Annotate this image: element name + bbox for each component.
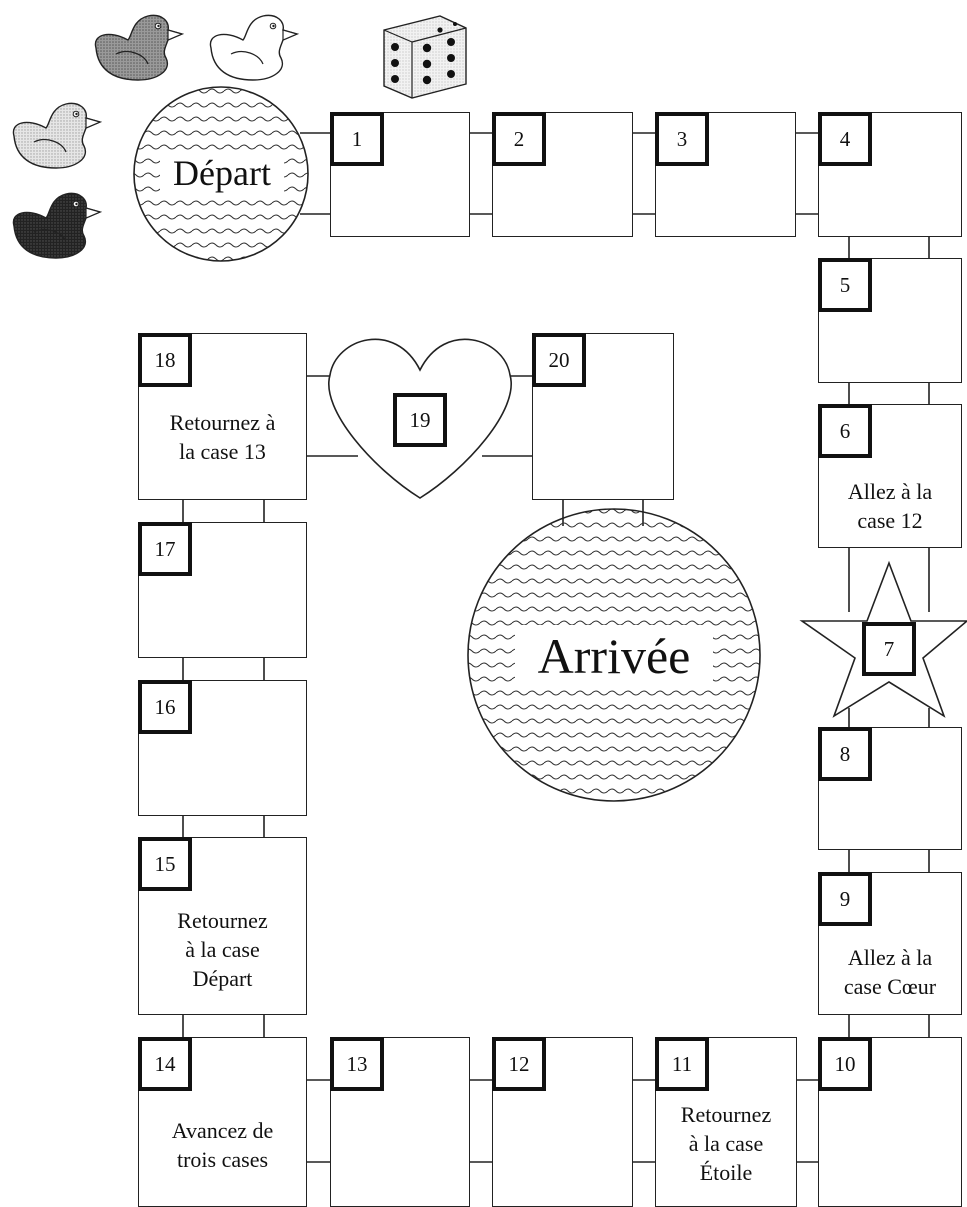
- square-instruction: Retournez à la case Étoile: [680, 1102, 772, 1185]
- square-13[interactable]: 13: [330, 1037, 470, 1207]
- square-11[interactable]: 11 Retournez à la case Étoile: [655, 1037, 797, 1207]
- square-14[interactable]: 14 Avancez de trois cases: [138, 1037, 307, 1207]
- square-9[interactable]: 9 Allez à la case Cœur: [818, 872, 962, 1015]
- square-number: 17: [138, 522, 192, 576]
- square-15[interactable]: 15 Retournez à la case Départ: [138, 837, 307, 1015]
- square-18[interactable]: 18 Retournez à la case 13: [138, 333, 307, 500]
- square-number: 13: [330, 1037, 384, 1091]
- square-12[interactable]: 12: [492, 1037, 633, 1207]
- square-number: 8: [818, 727, 872, 781]
- square-number: 6: [818, 404, 872, 458]
- square-instruction: Avancez de trois cases: [171, 1118, 274, 1172]
- square-10[interactable]: 10: [818, 1037, 962, 1207]
- square-number: 12: [492, 1037, 546, 1091]
- square-number: 5: [818, 258, 872, 312]
- square-number: 10: [818, 1037, 872, 1091]
- square-16[interactable]: 16: [138, 680, 307, 816]
- square-17[interactable]: 17: [138, 522, 307, 658]
- square-number: 20: [532, 333, 586, 387]
- square-5[interactable]: 5: [818, 258, 962, 383]
- square-instruction: Allez à la case 12: [847, 479, 933, 533]
- square-number: 16: [138, 680, 192, 734]
- square-number: 14: [138, 1037, 192, 1091]
- square-3[interactable]: 3: [655, 112, 796, 237]
- square-instruction: Retournez à la case Départ: [177, 908, 268, 991]
- square-number: 18: [138, 333, 192, 387]
- square-instruction: Retournez à la case 13: [169, 410, 276, 464]
- square-1[interactable]: 1: [330, 112, 470, 237]
- square-number: 3: [655, 112, 709, 166]
- square-number: 2: [492, 112, 546, 166]
- square-2[interactable]: 2: [492, 112, 633, 237]
- square-19-number[interactable]: 19: [393, 393, 447, 447]
- finish-label: Arrivée: [515, 625, 713, 687]
- square-number: 9: [818, 872, 872, 926]
- start-label: Départ: [160, 150, 284, 196]
- square-4[interactable]: 4: [818, 112, 962, 237]
- square-number: 15: [138, 837, 192, 891]
- square-7-number[interactable]: 7: [862, 622, 916, 676]
- square-instruction: Allez à la case Cœur: [843, 945, 937, 999]
- square-number: 1: [330, 112, 384, 166]
- square-6[interactable]: 6 Allez à la case 12: [818, 404, 962, 548]
- square-number: 11: [655, 1037, 709, 1091]
- square-number: 4: [818, 112, 872, 166]
- square-20[interactable]: 20: [532, 333, 674, 500]
- square-8[interactable]: 8: [818, 727, 962, 850]
